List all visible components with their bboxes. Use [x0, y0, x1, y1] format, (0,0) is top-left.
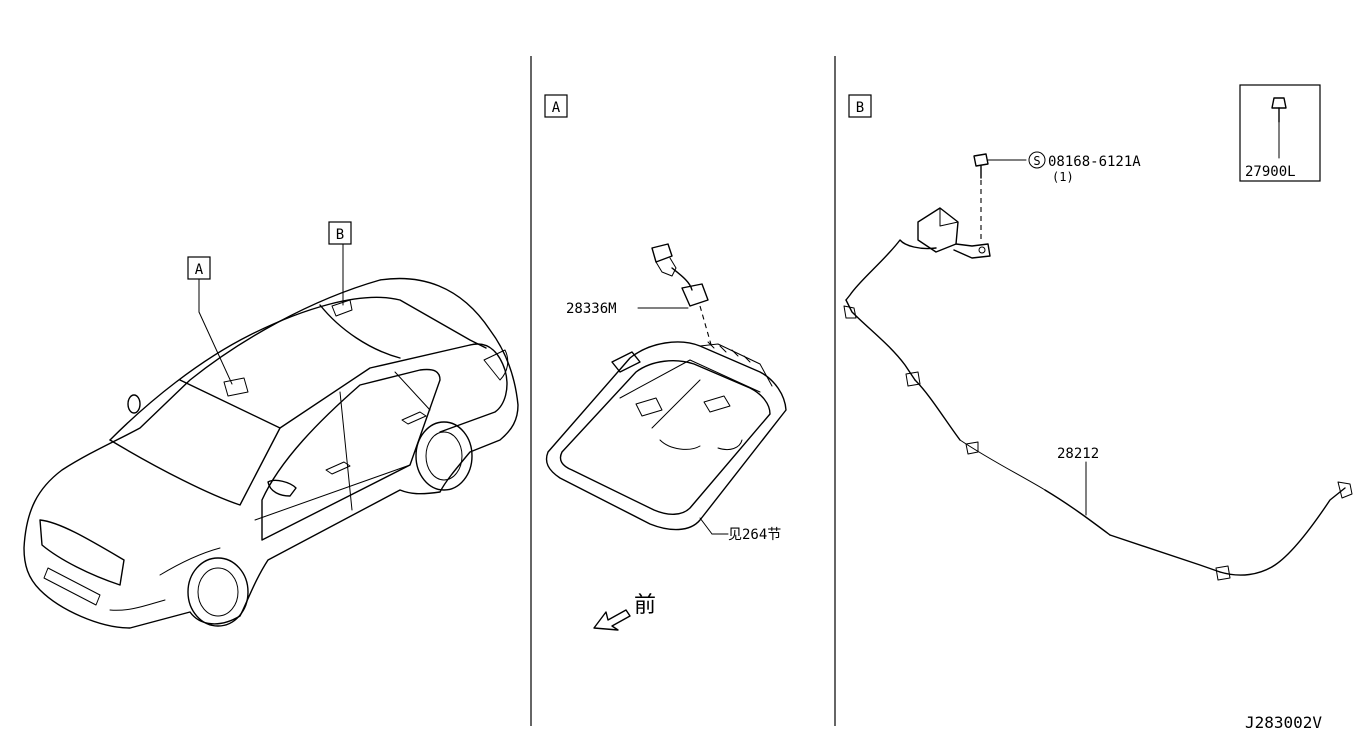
bolt-08168	[973, 153, 989, 240]
callout-b-car[interactable]: B	[328, 221, 352, 306]
front-label: 前	[634, 593, 656, 618]
panel-a-label: A	[552, 100, 561, 116]
screw-27900L-box[interactable]: 27900L	[1239, 84, 1321, 182]
antenna-feeder-28212	[843, 207, 1353, 581]
map-lamp-harness	[651, 243, 713, 349]
bolt-code[interactable]: 08168-6121A	[1048, 154, 1141, 170]
callout-a-car[interactable]: A	[187, 256, 233, 385]
map-lamp-housing	[545, 341, 787, 531]
panel-b-label: B	[856, 100, 864, 116]
callout-b-label: B	[336, 227, 344, 243]
bolt-symbol: S	[1033, 154, 1040, 168]
front-direction-arrow	[593, 609, 631, 631]
bolt-symbol-s: S	[1028, 151, 1046, 169]
panel-b-header: B	[848, 94, 872, 118]
panel-a-header: A	[544, 94, 568, 118]
callout-a-label: A	[195, 262, 204, 278]
car-illustration	[23, 277, 519, 629]
part-27900L: 27900L	[1245, 164, 1296, 180]
part-28336M[interactable]: 28336M	[566, 301, 617, 317]
diagram-code: J283002V	[1245, 713, 1322, 732]
part-28212[interactable]: 28212	[1057, 446, 1099, 462]
bolt-qty: (1)	[1052, 170, 1074, 184]
see-section-note[interactable]: 见264节	[728, 527, 781, 543]
